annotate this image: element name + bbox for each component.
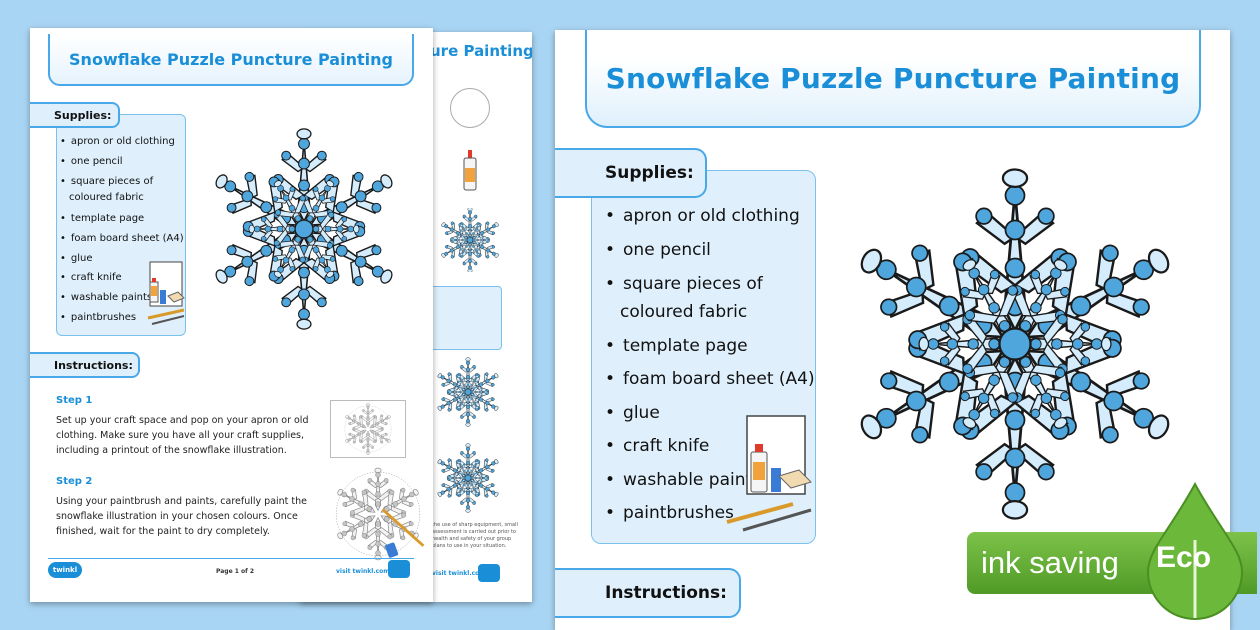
snowflake-thumbnail-2	[434, 356, 502, 428]
eco-leaf-icon	[1146, 481, 1244, 620]
list-item: template page	[605, 336, 748, 356]
list-item: one pencil	[605, 240, 711, 260]
eco-label: Eco	[1156, 541, 1212, 574]
list-item: foam board sheet (A4)	[60, 231, 184, 246]
list-item: craft knife	[60, 270, 122, 285]
twinkl-logo: twinkl	[48, 562, 82, 578]
page-title: Snowflake Puzzle Puncture Painting	[69, 49, 393, 69]
list-item: paintbrushes	[605, 503, 734, 523]
step-1-title: Step 1	[56, 395, 93, 406]
painting-snowflake-illustration	[328, 464, 428, 564]
list-item: one pencil	[60, 154, 123, 169]
instructions-heading: Instructions:	[555, 568, 741, 618]
list-item: apron or old clothing	[605, 206, 800, 226]
snowflake-thumbnail	[438, 208, 502, 272]
supplies-heading: Supplies:	[30, 102, 120, 128]
step-1-text: Set up your craft space and pop on your …	[56, 415, 309, 456]
back-page-title: ure Painting	[430, 42, 532, 60]
supplies-heading: Supplies:	[555, 148, 707, 198]
craft-supplies-illustration	[147, 261, 185, 325]
page-title-banner: Snowflake Puzzle Puncture Painting	[585, 30, 1201, 128]
back-page-box	[430, 286, 502, 350]
list-item: foam board sheet (A4)	[605, 369, 815, 389]
page-number: Page 1 of 2	[216, 568, 254, 575]
footer-link[interactable]: visit twinkl.com	[336, 568, 390, 575]
safety-fine-print: the use of sharp equipment, small assess…	[432, 522, 518, 549]
twinkl-badge-icon	[388, 560, 410, 578]
right-worksheet-page: Snowflake Puzzle Puncture Painting Suppl…	[555, 30, 1230, 630]
instructions-heading: Instructions:	[30, 352, 140, 378]
list-item: square pieces of	[60, 174, 153, 189]
list-item: coloured fabric	[69, 192, 144, 203]
list-item: paintbrushes	[60, 310, 136, 325]
list-item: craft knife	[605, 436, 709, 456]
footer-divider	[48, 558, 414, 559]
list-item: coloured fabric	[620, 302, 748, 322]
snowflake-illustration	[195, 102, 413, 356]
snowflake-thumbnail-3	[434, 440, 502, 516]
list-item: apron or old clothing	[60, 134, 175, 149]
printout-thumbnail	[330, 400, 406, 458]
left-worksheet-page: Snowflake Puzzle Puncture Painting Suppl…	[30, 28, 433, 602]
craft-supplies-illustration	[726, 415, 812, 532]
list-item: washable paints	[60, 290, 152, 305]
glue-bottle-icon	[463, 150, 477, 191]
list-item: glue	[60, 251, 93, 266]
list-item: washable paints	[605, 470, 761, 490]
ink-saving-label: ink saving	[981, 545, 1119, 580]
template-circle-thumbnail	[450, 88, 490, 128]
list-item: glue	[605, 403, 660, 423]
step-2-title: Step 2	[56, 476, 93, 487]
list-item: template page	[60, 211, 144, 226]
twinkl-badge-icon	[478, 564, 500, 582]
list-item: square pieces of	[605, 274, 763, 294]
step-2-text: Using your paintbrush and paints, carefu…	[56, 496, 308, 537]
footer-link[interactable]: visit twinkl.com	[432, 570, 486, 577]
page-title: Snowflake Puzzle Puncture Painting	[605, 61, 1181, 95]
page-title-banner: Snowflake Puzzle Puncture Painting	[48, 34, 414, 86]
